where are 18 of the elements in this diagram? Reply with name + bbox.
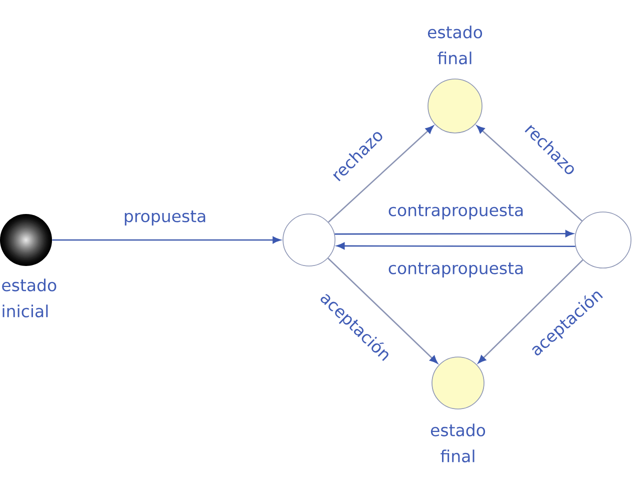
arrow: [328, 258, 438, 364]
state-circle: [574, 212, 632, 268]
arrow: [334, 230, 574, 238]
final-state-circle: [428, 78, 482, 134]
arrow: [52, 236, 281, 244]
start-state-ball: [0, 214, 52, 266]
edge-label: contrapropuesta: [386, 203, 526, 220]
state-label: estado final: [430, 424, 486, 462]
final-state-circle: [432, 356, 484, 410]
state-circle: [282, 214, 336, 266]
arrow: [478, 259, 584, 364]
state-label: estado inicial: [2, 278, 56, 318]
arrow: [476, 125, 582, 222]
state-label: estado final: [428, 26, 482, 64]
arrow: [336, 242, 576, 250]
arrow: [328, 126, 434, 223]
edge-label: propuesta: [122, 209, 208, 226]
edge-label: contrapropuesta: [386, 261, 526, 278]
